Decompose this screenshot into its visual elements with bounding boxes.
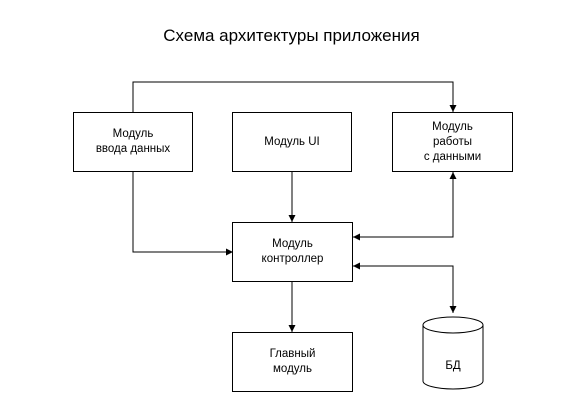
node-ui-module: Модуль UI: [232, 112, 352, 172]
node-ui-module-label: Модуль UI: [264, 135, 320, 148]
edge-input-to-data: [132, 81, 457, 112]
node-data-module-label: Модуль работы с данными: [423, 120, 482, 163]
edge-controller-db: [353, 262, 457, 313]
node-db-label: БД: [445, 360, 461, 372]
db-cylinder-icon: [422, 316, 484, 390]
node-input-module-label: Модуль ввода данных: [95, 128, 171, 155]
node-controller-module-label: Модуль контроллер: [261, 238, 324, 265]
diagram-title: Схема архитектуры приложения: [163, 26, 420, 45]
node-main-module-label: Главный модуль: [269, 348, 316, 375]
node-data-module: Модуль работы с данными: [392, 112, 513, 172]
edge-controller-data: [353, 172, 457, 241]
edge-input-to-controller: [132, 172, 233, 256]
node-input-module: Модуль ввода данных: [73, 112, 193, 172]
node-controller-module: Модуль контроллер: [232, 222, 353, 282]
node-main-module: Главный модуль: [232, 332, 353, 392]
